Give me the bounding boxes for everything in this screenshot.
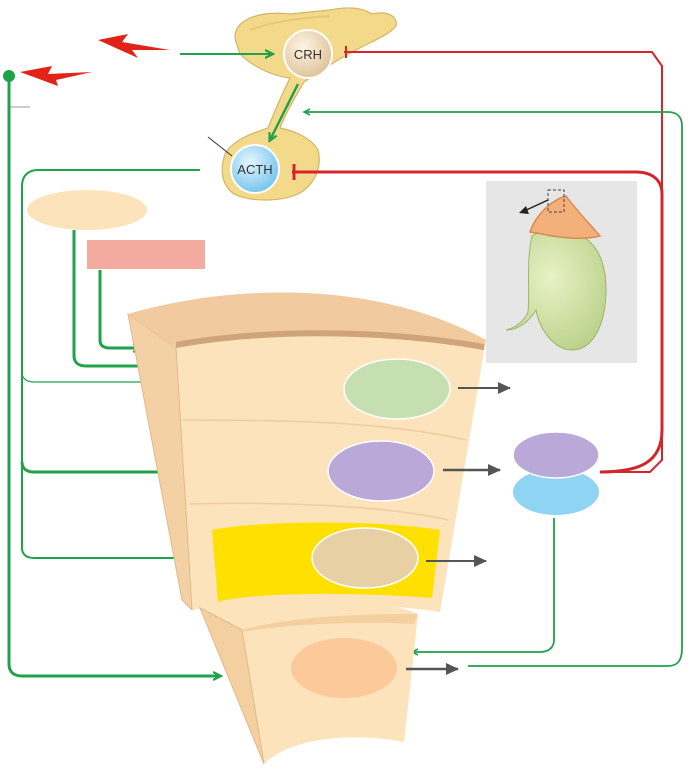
- crh-node: CRH: [283, 29, 333, 79]
- acth-distribution-trunk: [21, 169, 200, 558]
- acth-to-zone-top-line: [21, 371, 148, 382]
- zone-top-ellipse: [343, 358, 451, 420]
- zone-bottom-ellipse: [311, 527, 419, 589]
- cortisol-disc-bottom: [513, 469, 599, 515]
- acth-node: ACTH: [230, 144, 280, 194]
- input-ellipse-arrow: [72, 230, 146, 366]
- lightning-icon: [20, 66, 92, 86]
- cortisol-to-medulla-line: [412, 518, 555, 652]
- adrenal-cortex-block: [127, 292, 486, 612]
- acth-label: ACTH: [237, 162, 272, 177]
- medulla-ellipse: [291, 638, 397, 698]
- sympathetic-to-medulla-line: [7, 76, 220, 676]
- acth-to-zone-mid-line: [20, 461, 166, 472]
- zone-mid-ellipse: [327, 440, 435, 502]
- input-rect: [87, 240, 205, 269]
- cortisol-disc-top: [512, 431, 600, 479]
- lightning-icon: [98, 34, 170, 58]
- cortisol-feedback-to-acth: [292, 170, 664, 474]
- crh-label: CRH: [294, 47, 322, 62]
- input-ellipse: [27, 190, 147, 230]
- crh-to-acth-arrow: [270, 83, 300, 140]
- pointer-line: [207, 136, 233, 157]
- kidney-inset: [486, 181, 637, 363]
- medulla-feedback-line: [304, 112, 683, 667]
- input-rect-arrow: [98, 270, 140, 348]
